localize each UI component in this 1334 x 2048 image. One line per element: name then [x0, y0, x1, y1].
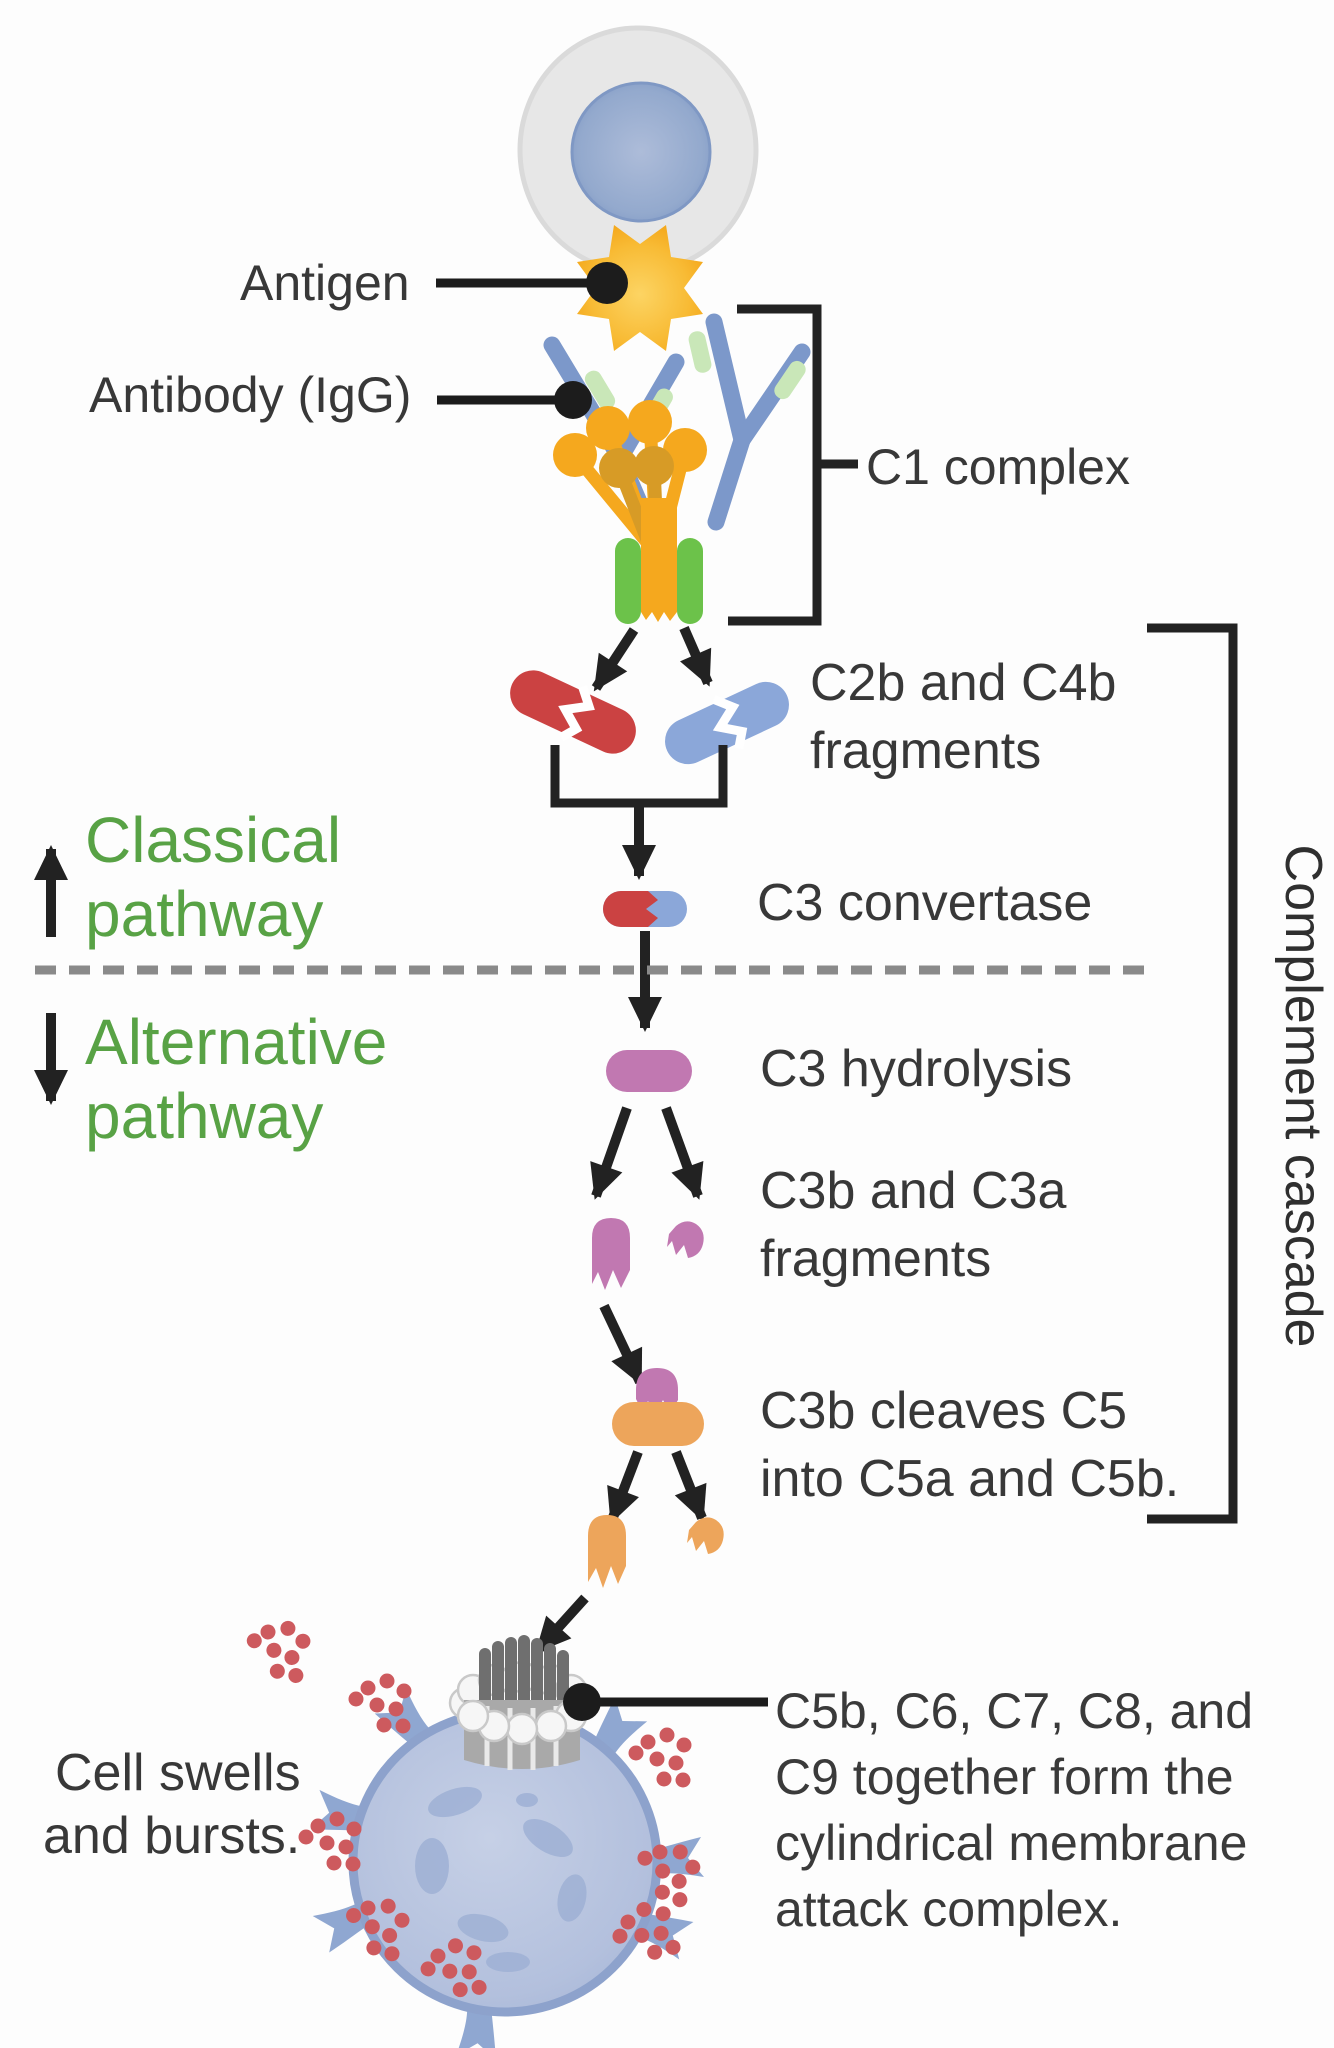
antigen-label: Antigen	[240, 255, 410, 311]
cell-nucleus	[570, 81, 712, 223]
c4b-fragment	[665, 681, 789, 765]
c3b-fragment	[592, 1218, 630, 1290]
c3-convertase-label: C3 convertase	[757, 874, 1092, 932]
alternative-pathway-label-line1: Alternative	[85, 1006, 387, 1078]
c1q-head	[628, 400, 672, 444]
c1r-c1s-rod-right	[677, 538, 703, 624]
antibody-leader	[437, 381, 592, 419]
antigen-leader	[436, 262, 628, 304]
complement-cascade-bracket	[1147, 623, 1238, 1524]
cell-inner-patches	[415, 1786, 587, 1972]
alternative-pathway-label-line2: pathway	[85, 1080, 323, 1152]
c5-cleave-label-line2: into C5a and C5b.	[760, 1450, 1179, 1508]
c2b-fragment	[510, 670, 636, 754]
complement-cascade-label: Complement cascade	[1274, 845, 1332, 1348]
c1q-head	[553, 433, 597, 477]
c1-complex-label: C1 complex	[866, 439, 1130, 495]
arrow-to-c5b	[607, 1450, 643, 1524]
arrow-c1-to-c2b	[591, 627, 639, 692]
c3-hydrolysis-pill	[606, 1050, 692, 1092]
cell-swells-label-line2: and bursts.	[43, 1807, 300, 1865]
c1q-head-dark	[599, 448, 639, 488]
c1-complex-shape	[553, 400, 707, 624]
c1q-head	[663, 428, 707, 472]
cell-swells-label-line1: Cell swells	[55, 1744, 301, 1802]
antibody-igg-right	[705, 313, 811, 531]
c1-base-column	[641, 498, 677, 622]
c5b-fragment	[588, 1515, 626, 1588]
arrow-c3b-to-c5	[599, 1303, 645, 1386]
c1r-c1s-rod-left	[615, 538, 641, 624]
mac-description-line4: attack complex.	[775, 1881, 1122, 1937]
antibody-label: Antibody (IgG)	[89, 367, 411, 423]
mac-description-line2: C9 together form the	[775, 1749, 1234, 1805]
mac-description-line3: cylindrical membrane	[775, 1815, 1247, 1871]
arrow-to-c3a	[661, 1106, 704, 1200]
c1-bracket	[728, 304, 858, 626]
classical-pathway-label-line1: Classical	[85, 804, 341, 876]
arrow-c1-to-c4b	[679, 626, 713, 687]
c1q-head	[586, 406, 630, 450]
c3-convertase-pill	[603, 891, 687, 927]
pathogen-cell	[517, 25, 759, 275]
c5-cleave-label-line1: C3b cleaves C5	[760, 1382, 1127, 1440]
c3-hydrolysis-label: C3 hydrolysis	[760, 1040, 1072, 1098]
host-cell	[240, 1614, 706, 2048]
c1q-head-dark	[634, 446, 674, 486]
c2b-c4b-label-line1: C2b and C4b	[810, 654, 1116, 712]
mac-leader	[563, 1683, 768, 1721]
mac-description-line1: C5b, C6, C7, C8, and	[775, 1683, 1253, 1739]
c3b-c5-complex	[612, 1368, 704, 1446]
membrane-attack-complex	[448, 1635, 596, 1770]
antigen-shape	[577, 225, 703, 351]
c3b-c3a-label-line2: fragments	[760, 1230, 991, 1288]
c3b-c3a-label-line1: C3b and C3a	[760, 1162, 1067, 1220]
c5a-fragment	[687, 1517, 724, 1554]
arrow-to-c5a	[671, 1450, 707, 1522]
arrow-c5b-to-mac	[534, 1594, 589, 1654]
c2b-c4b-label-line2: fragments	[810, 722, 1041, 780]
c3a-fragment	[667, 1221, 704, 1258]
arrow-to-c3b	[590, 1106, 632, 1200]
classical-pathway-label-line2: pathway	[85, 878, 323, 950]
